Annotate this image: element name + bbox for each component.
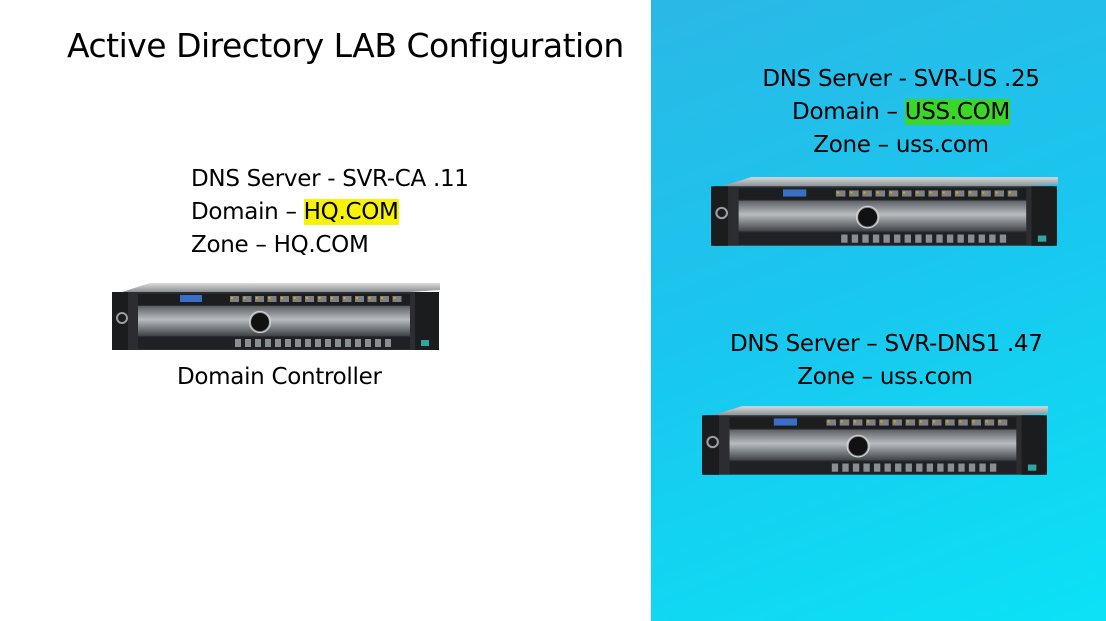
- right-top-domain-label: Domain – USS.COM: [760, 96, 1042, 129]
- rack-server-icon: [700, 403, 1049, 483]
- right-bottom-zone-label: Zone – uss.com: [797, 364, 973, 390]
- right-top-server-info: DNS Server - SVR-US .25 Domain – USS.COM…: [760, 63, 1042, 162]
- rack-server-icon: [110, 280, 441, 358]
- left-domain-value: HQ.COM: [303, 199, 399, 225]
- right-top-domain-value: USS.COM: [904, 99, 1010, 125]
- right-bottom-dns-label: DNS Server – SVR-DNS1 .47: [730, 331, 1043, 357]
- right-top-domain-prefix: Domain –: [792, 99, 905, 125]
- rack-server-icon: [709, 174, 1059, 254]
- left-dns-label: DNS Server - SVR-CA .11: [191, 166, 469, 192]
- right-panel-background: [651, 0, 1106, 621]
- slide-title: Active Directory LAB Configuration: [67, 26, 624, 65]
- left-domain-prefix: Domain –: [191, 199, 304, 225]
- left-server-info: DNS Server - SVR-CA .11 Domain – HQ.COM …: [191, 163, 469, 262]
- left-zone-label: Zone – HQ.COM: [191, 232, 369, 258]
- left-server-caption: Domain Controller: [177, 364, 382, 390]
- right-top-zone-label: Zone – uss.com: [813, 132, 989, 158]
- right-bottom-server-info: DNS Server – SVR-DNS1 .47 Zone – uss.com: [730, 328, 1043, 394]
- left-domain-label: Domain – HQ.COM: [191, 196, 469, 229]
- right-top-dns-label: DNS Server - SVR-US .25: [762, 66, 1040, 92]
